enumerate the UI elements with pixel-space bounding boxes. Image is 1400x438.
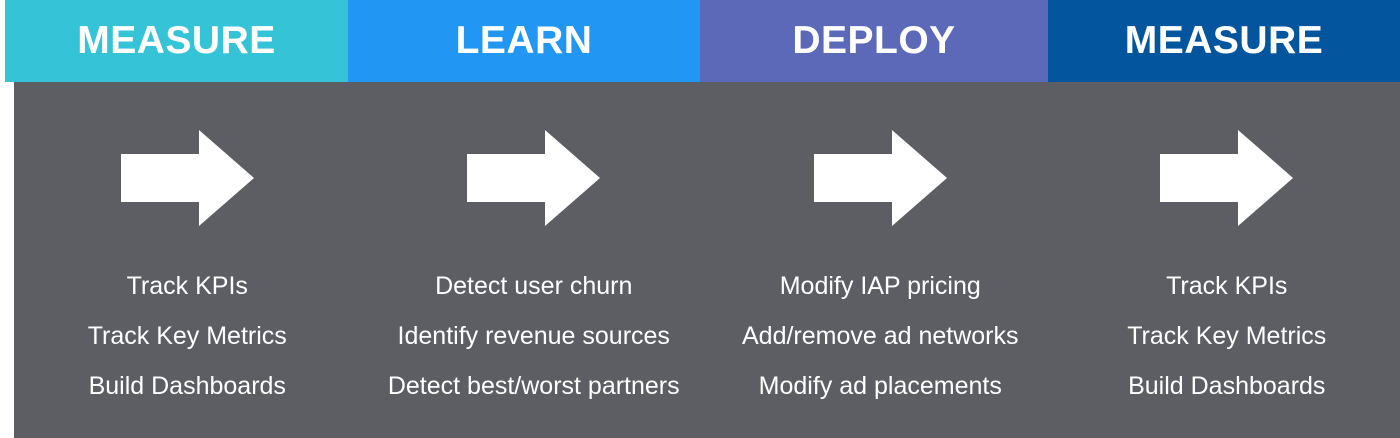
stage-header-measure-2[interactable]: MEASURE bbox=[1048, 0, 1400, 82]
stage-header-label: DEPLOY bbox=[792, 18, 956, 62]
task-item: Build Dashboards bbox=[88, 372, 286, 400]
task-list: Detect user churn Identify revenue sourc… bbox=[361, 274, 708, 399]
task-item: Detect user churn bbox=[435, 272, 633, 300]
stage-header-deploy[interactable]: DEPLOY bbox=[700, 0, 1048, 82]
stage-header-measure-1[interactable]: MEASURE bbox=[5, 0, 348, 82]
stage-header-label: MEASURE bbox=[77, 18, 276, 62]
task-item: Track Key Metrics bbox=[1127, 322, 1327, 350]
task-item: Modify ad placements bbox=[758, 372, 1002, 400]
task-item: Track Key Metrics bbox=[87, 322, 287, 350]
arrow-right-icon bbox=[467, 130, 601, 226]
stage-column-learn: Detect user churn Identify revenue sourc… bbox=[361, 82, 708, 438]
task-item: Build Dashboards bbox=[1128, 372, 1326, 400]
arrow-right-icon bbox=[1160, 130, 1294, 226]
task-list: Track KPIs Track Key Metrics Build Dashb… bbox=[14, 274, 361, 399]
stage-header-learn[interactable]: LEARN bbox=[348, 0, 700, 82]
stage-column-deploy: Modify IAP pricing Add/remove ad network… bbox=[707, 82, 1054, 438]
task-item: Modify IAP pricing bbox=[779, 272, 981, 300]
task-item: Track KPIs bbox=[1166, 272, 1288, 300]
task-item: Track KPIs bbox=[126, 272, 248, 300]
stage-header-row: MEASURE LEARN DEPLOY MEASURE bbox=[5, 0, 1400, 82]
task-list: Modify IAP pricing Add/remove ad network… bbox=[707, 274, 1054, 399]
stage-header-label: LEARN bbox=[455, 18, 593, 62]
stage-column-measure-1: Track KPIs Track Key Metrics Build Dashb… bbox=[14, 82, 361, 438]
stage-body-panel: Track KPIs Track Key Metrics Build Dashb… bbox=[14, 82, 1400, 438]
task-item: Identify revenue sources bbox=[397, 322, 670, 350]
arrow-right-icon bbox=[120, 130, 254, 226]
stage-column-measure-2: Track KPIs Track Key Metrics Build Dashb… bbox=[1054, 82, 1400, 438]
arrow-right-icon bbox=[813, 130, 947, 226]
stage-header-label: MEASURE bbox=[1124, 18, 1324, 62]
task-list: Track KPIs Track Key Metrics Build Dashb… bbox=[1054, 274, 1400, 399]
task-item: Add/remove ad networks bbox=[741, 322, 1019, 350]
task-item: Detect best/worst partners bbox=[387, 372, 680, 400]
